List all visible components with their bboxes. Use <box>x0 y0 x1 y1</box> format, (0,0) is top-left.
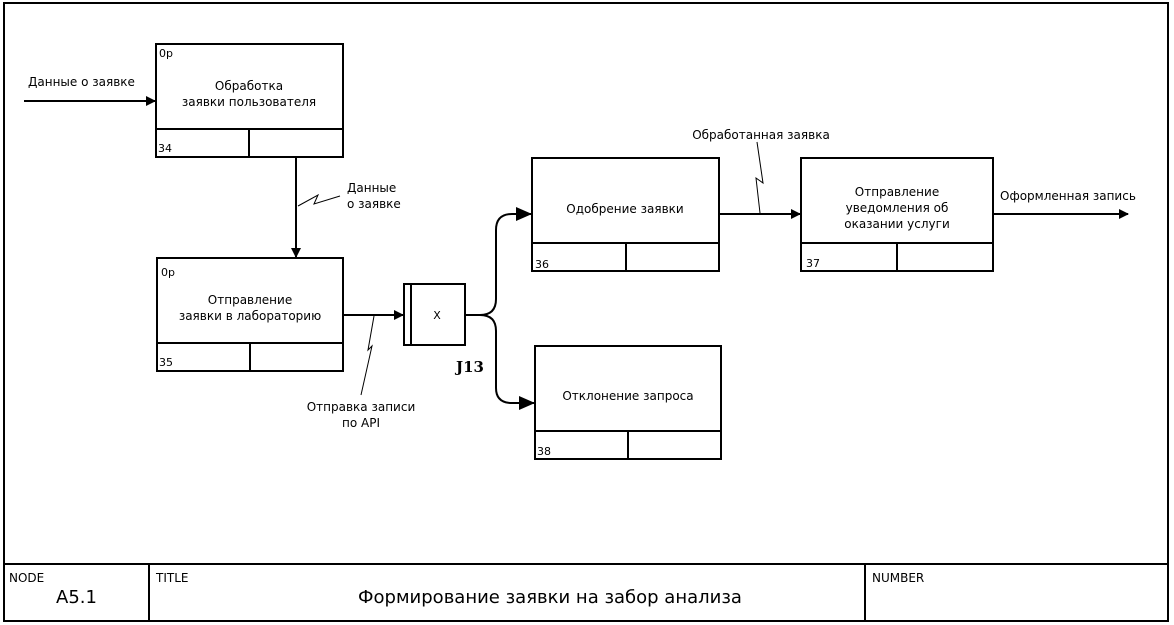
title-block: NODE A5.1 TITLE Формирование заявки на з… <box>3 563 1169 622</box>
box-number: 35 <box>159 356 173 369</box>
activity-box-35[interactable]: 0p Отправление заявки в лабораторию 35 <box>156 257 344 372</box>
box-title-line: Обработка <box>215 79 283 93</box>
box-number: 36 <box>535 258 549 271</box>
box-number: 38 <box>537 445 551 458</box>
box-title-line: заявки пользователя <box>182 95 316 109</box>
activity-box-36[interactable]: Одобрение заявки 36 <box>531 157 720 272</box>
number-caption: NUMBER <box>872 571 925 585</box>
arrow-label-line: Отправка записи <box>307 400 416 414</box>
arrow-35-junction[interactable]: Отправка записи по API <box>307 310 416 430</box>
box-title-line: Одобрение заявки <box>566 202 683 216</box>
box-title-line: Отправление <box>208 293 292 307</box>
box-title-line: Отправление <box>855 185 939 199</box>
node-cell: NODE A5.1 <box>3 565 150 622</box>
arrow-label-output: Оформленная запись <box>1000 189 1136 203</box>
arrow-input[interactable]: Данные о заявке <box>24 75 156 106</box>
arrow-label-line: о заявке <box>347 197 401 211</box>
arrow-34-35[interactable]: Данные о заявке <box>291 157 401 258</box>
box-number: 34 <box>158 142 172 155</box>
junction-j13[interactable]: X J13 <box>403 283 484 376</box>
title-cell: TITLE Формирование заявки на забор анали… <box>150 565 866 622</box>
arrow-label-processed: Обработанная заявка <box>692 128 830 142</box>
box-prefix: 0p <box>159 47 173 60</box>
activity-box-38[interactable]: Отклонение запроса 38 <box>534 345 722 460</box>
arrow-label-input: Данные о заявке <box>28 75 135 89</box>
arrow-output[interactable]: Оформленная запись <box>993 189 1136 219</box>
node-value: A5.1 <box>56 587 97 608</box>
node-caption: NODE <box>9 571 45 585</box>
junction-symbol: X <box>433 309 441 322</box>
junction-name: J13 <box>454 358 484 376</box>
activity-box-37[interactable]: Отправление уведомления об оказании услу… <box>800 157 994 272</box>
box-title-line: заявки в лабораторию <box>179 309 321 323</box>
arrow-junction-36[interactable] <box>465 207 532 316</box>
title-caption: TITLE <box>156 571 189 585</box>
box-number: 37 <box>806 257 820 270</box>
arrow-label-line: по API <box>342 416 380 430</box>
box-title-line: Отклонение запроса <box>562 389 693 403</box>
diagram-title: Формирование заявки на забор анализа <box>358 587 742 608</box>
diagram-frame <box>3 2 1169 622</box>
activity-box-34[interactable]: 0p Обработка заявки пользователя 34 <box>155 43 344 158</box>
box-prefix: 0p <box>161 266 175 279</box>
arrow-label-line: Данные <box>347 181 396 195</box>
number-cell: NUMBER <box>866 565 1167 622</box>
arrow-junction-38[interactable] <box>479 314 535 410</box>
box-title-line: оказании услуги <box>844 217 950 231</box>
box-title-line: уведомления об <box>846 201 949 215</box>
arrow-36-37[interactable]: Обработанная заявка <box>692 128 830 219</box>
